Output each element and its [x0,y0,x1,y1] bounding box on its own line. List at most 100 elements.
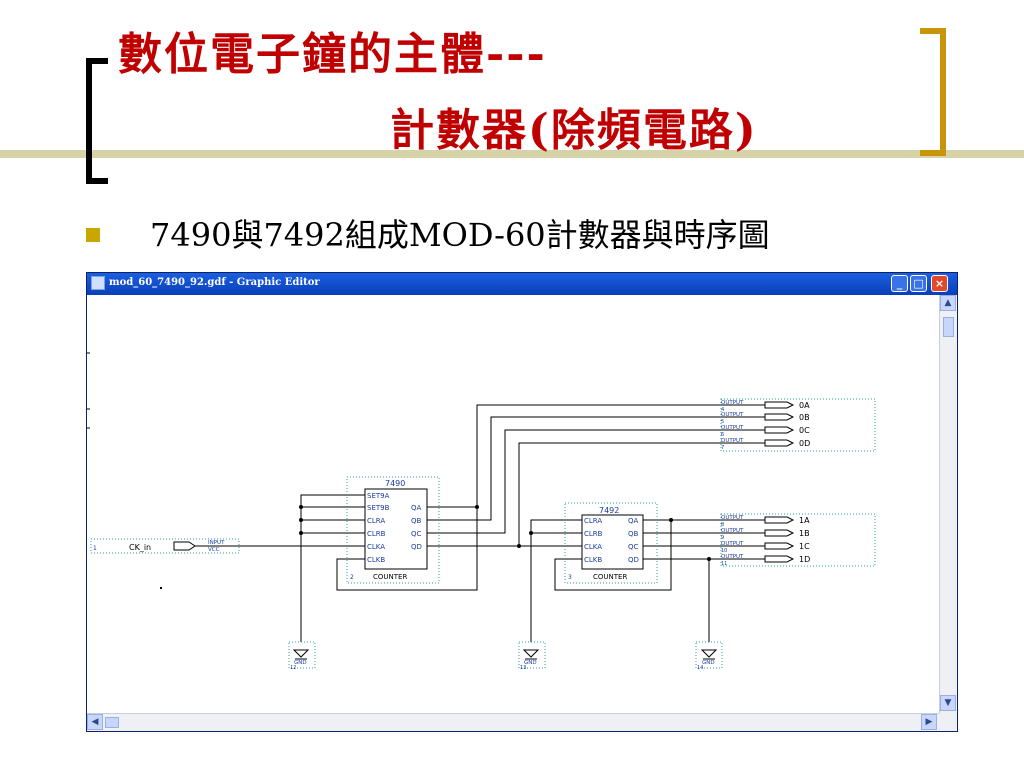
counter2-frame [564,502,658,584]
horizontal-scrollbar[interactable]: ◀ ▶ [87,713,939,731]
gnd-symbol-3[interactable]: GND 14 [695,641,723,671]
counter2-pin-qa: QA [628,517,639,525]
output-pin-0b[interactable]: OUTPUT 5 0B [721,412,810,425]
output-pin-1d[interactable]: OUTPUT 11 1D [721,554,810,567]
counter2-pin-clka: CLKA [584,543,602,551]
gnd-icon [700,649,718,658]
close-button[interactable]: × [931,275,948,292]
resize-grip[interactable] [939,713,957,731]
gnd-label: GND [524,660,537,666]
output-pin-name: 1B [799,529,810,538]
counter2-number: 3 [568,574,572,581]
junction-dot [529,531,533,535]
output-pin-name: 0D [799,439,810,448]
minimize-button[interactable]: _ [891,275,908,292]
output-pin-type: OUTPUT [721,412,744,418]
output-pin-number: 7 [721,445,724,451]
counter-7490[interactable]: 7490 SET9A SET9B CLRA CLRB CLKA CLKB QA … [346,476,440,584]
right-bracket-decoration [920,28,946,156]
output-pin-name: 1C [799,542,810,551]
junction-dot [669,518,673,522]
output-pin-number: 8 [721,522,724,528]
output-pin-name: 1D [799,555,810,564]
wires [195,404,765,642]
scroll-left-icon[interactable]: ◀ [87,714,103,730]
output-pin-symbol [764,401,795,409]
gnd-symbol-1[interactable]: GND 12 [288,641,316,671]
output-pin-number: 4 [721,407,724,413]
schematic-canvas[interactable]: 1 CK_in INPUT VCC [87,295,939,713]
counter1-pin-qc: QC [411,530,422,538]
schematic-diagram: 1 CK_in INPUT VCC [87,352,876,671]
counter1-pin-clkb: CLKB [367,556,385,564]
gnd-symbol-2[interactable]: GND 13 [518,641,546,671]
output-pin-name: 0C [799,426,810,435]
wire-qc1-out [427,429,765,534]
output-pin-symbol [764,439,795,447]
output-group-tens: OUTPUT 8 1A OUTPUT 9 1B OUTPUT 10 1C [720,513,876,567]
maximize-button[interactable]: □ [910,275,927,292]
window-titlebar[interactable]: mod_60_7490_92.gdf - Graphic Editor _ □ … [87,273,957,295]
counter1-body [364,488,428,570]
gnd-icon [522,649,540,658]
gnd-frame [518,641,546,669]
bullet-text: 7490與7492組成MOD-60計數器與時序圖 [150,216,770,254]
counter2-pin-clkb: CLKB [584,556,602,564]
output-pin-symbol [764,426,795,434]
gnd-label: GND [294,660,307,666]
horizontal-scroll-thumb[interactable] [105,717,119,728]
gnd-number: 14 [697,665,703,671]
junction-dot [475,505,479,509]
output-pin-1c[interactable]: OUTPUT 10 1C [721,541,810,554]
output-group-frame [720,513,876,567]
counter1-pin-clra: CLRA [367,517,385,525]
output-pin-symbol [764,555,795,563]
wire-qa1-out [427,404,765,508]
counter2-pin-qb: QB [628,530,639,538]
output-pin-0a[interactable]: OUTPUT 4 0A [721,400,810,413]
wire-qd1-out [427,442,765,547]
gnd-icon [292,649,310,658]
output-pin-1a[interactable]: OUTPUT 8 1A [721,515,810,528]
input-pin-ck-in[interactable]: 1 CK_in INPUT VCC [90,538,240,554]
input-pin-type: INPUT [208,540,225,546]
gnd-label: GND [702,660,715,666]
scroll-right-icon[interactable]: ▶ [921,714,937,730]
gnd-frame [695,641,723,669]
counter2-pin-qd: QD [628,556,639,564]
junction-dot [517,544,521,548]
output-pin-1b[interactable]: OUTPUT 9 1B [721,528,810,541]
scroll-down-icon[interactable]: ▼ [940,695,956,711]
vertical-scrollbar[interactable]: ▲ ▼ [939,295,957,713]
output-pin-type: OUTPUT [721,400,744,406]
junction-dots [299,505,711,561]
input-pin-subtype: VCC [208,547,220,553]
counter1-frame [346,476,440,584]
output-pin-symbol [764,516,795,524]
counter2-pin-clra: CLRA [584,517,602,525]
output-pin-number: 6 [721,432,724,438]
counter2-part: 7492 [599,506,619,515]
output-pin-0c[interactable]: OUTPUT 6 0C [721,425,810,438]
output-pin-symbol [764,529,795,537]
counter-7492[interactable]: 7492 CLRA CLRB CLKA CLKB QA QB QC QD COU… [564,502,658,584]
output-pin-type: OUTPUT [721,425,744,431]
input-pin-number: 1 [93,545,97,552]
junction-dot [299,518,303,522]
scroll-up-icon[interactable]: ▲ [940,295,956,311]
app-icon[interactable] [91,276,105,290]
counter1-pin-set9a: SET9A [367,492,390,500]
counter1-part: 7490 [385,479,405,488]
counter1-label: COUNTER [373,573,407,581]
wire-qb1-out [427,416,765,521]
gnd-number: 12 [290,665,296,671]
title-underline-bar [0,150,1024,158]
output-group-ones: OUTPUT 4 0A OUTPUT 5 0B OUTPUT 6 0C [720,398,876,452]
output-pin-number: 9 [721,535,724,541]
output-pin-0d[interactable]: OUTPUT 7 0D [721,438,810,451]
input-pin-symbol [173,541,196,551]
vertical-scroll-thumb[interactable] [943,317,954,337]
output-pin-number: 11 [721,561,727,567]
output-pin-type: OUTPUT [721,554,744,560]
output-pin-type: OUTPUT [721,438,744,444]
